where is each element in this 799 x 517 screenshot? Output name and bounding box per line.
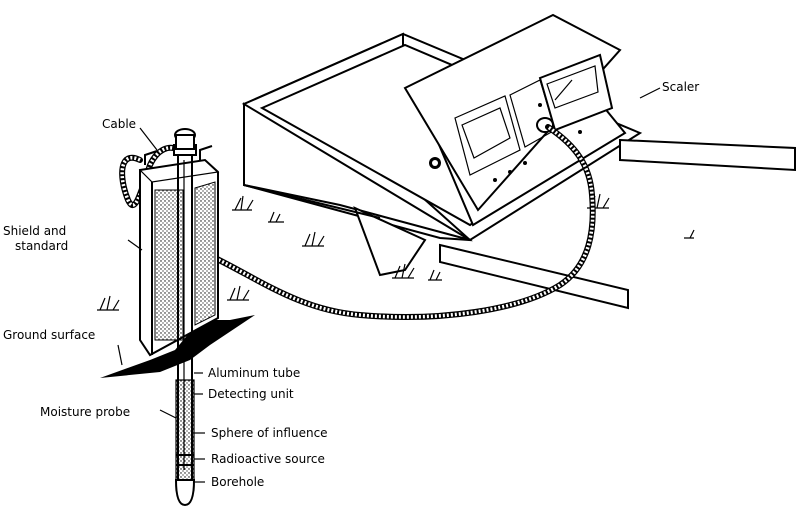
label-radioactive-source: Radioactive source xyxy=(211,452,325,466)
cable-lines xyxy=(119,124,596,320)
label-sphere-of-influence: Sphere of influence xyxy=(211,426,328,440)
label-detecting-unit: Detecting unit xyxy=(208,387,294,401)
label-shield-line2: standard xyxy=(15,239,68,253)
leader-lines xyxy=(117,87,661,483)
ground-surface-mark xyxy=(100,315,255,378)
label-scaler: Scaler xyxy=(662,80,699,94)
moisture-probe-body xyxy=(174,379,196,507)
scaler-handles xyxy=(439,138,796,310)
label-borehole: Borehole xyxy=(211,475,264,489)
label-shield-line1: Shield and xyxy=(3,224,66,238)
label-ground-surface: Ground surface xyxy=(3,328,95,342)
diagram-labels: Cable Shield and standard Ground surface… xyxy=(3,80,699,489)
grass-tufts xyxy=(97,193,695,311)
label-aluminum-tube: Aluminum tube xyxy=(208,366,300,380)
label-cable: Cable xyxy=(102,117,136,131)
label-moisture-probe: Moisture probe xyxy=(40,405,130,419)
scaler-box xyxy=(241,32,643,277)
